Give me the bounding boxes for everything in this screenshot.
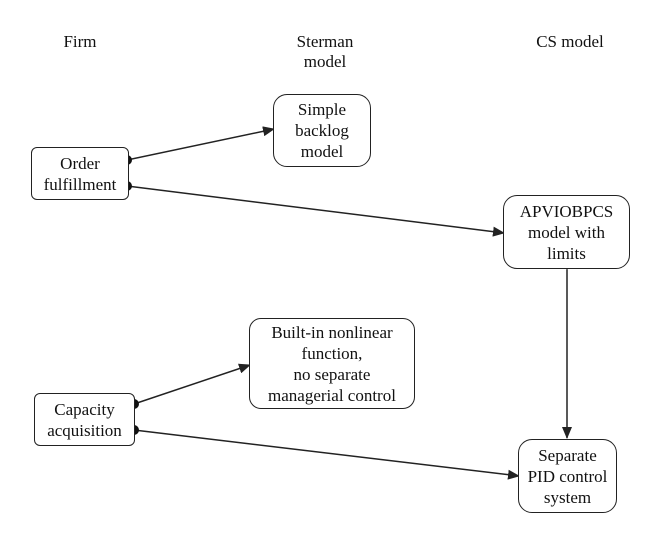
node-capacity-acquisition: Capacity acquisition	[34, 393, 135, 446]
node-pid-line1: Separate	[538, 445, 597, 465]
node-apviobpcs-line3: limits	[547, 243, 586, 263]
node-simple-backlog-model: Simple backlog model	[273, 94, 371, 167]
node-apviobpcs-line2: model with	[528, 222, 605, 242]
column-heading-cs-model: CS model	[536, 32, 604, 51]
node-simple-backlog-line3: model	[300, 142, 344, 161]
node-builtin-nonlinear-line4: managerial control	[268, 385, 396, 405]
node-apviobpcs-model: APVIOBPCS model with limits	[503, 195, 630, 269]
node-order-fulfillment-line2: fulfillment	[43, 174, 117, 194]
node-pid-line3: system	[543, 487, 592, 507]
node-builtin-nonlinear-line2: function,	[301, 343, 363, 363]
edge-capacity-to-pid	[133, 429, 520, 480]
node-simple-backlog-line1: Simple	[297, 100, 347, 119]
edge-capacity-to-nonlinear	[133, 363, 251, 405]
node-separate-pid-control: Separate PID control system	[518, 439, 617, 513]
column-heading-sterman-line1: Sterman	[296, 32, 354, 51]
node-order-fulfillment: Order fulfillment	[31, 147, 129, 200]
node-pid-line2: PID control	[527, 466, 608, 486]
node-simple-backlog-line2: backlog	[295, 121, 349, 140]
node-apviobpcs-line1: APVIOBPCS	[519, 201, 614, 221]
edge-order-to-apviobpcs	[126, 185, 505, 237]
node-builtin-nonlinear-line3: no separate	[293, 364, 371, 384]
node-order-fulfillment-line1: Order	[60, 153, 100, 173]
node-capacity-acquisition-line1: Capacity	[54, 399, 115, 419]
column-heading-firm: Firm	[63, 32, 97, 51]
column-heading-sterman-line2: model	[303, 52, 347, 71]
node-builtin-nonlinear-function: Built-in nonlinear function, no separate…	[249, 318, 415, 409]
node-builtin-nonlinear-line1: Built-in nonlinear	[271, 322, 393, 342]
edge-order-to-backlog	[126, 126, 275, 161]
node-capacity-acquisition-line2: acquisition	[47, 420, 122, 440]
column-heading-sterman: Sterman model	[270, 32, 380, 72]
